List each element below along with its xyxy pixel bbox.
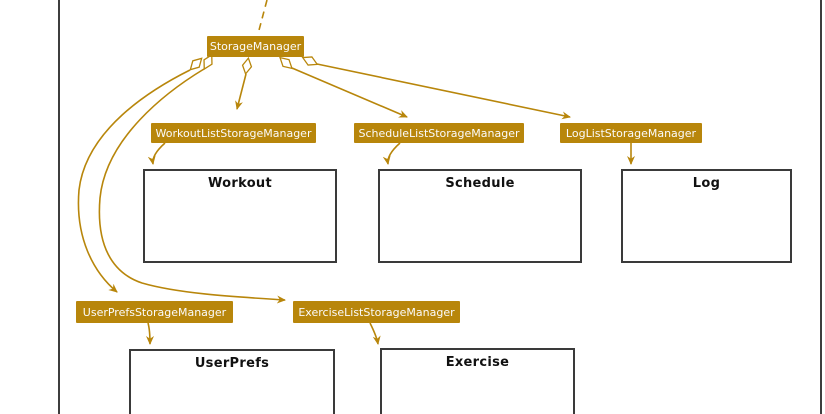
class-title: Schedule: [445, 176, 515, 191]
aggregation-diamond-icon: [189, 57, 203, 71]
edge-userprefsstoragemanager-userprefs: [145, 322, 154, 345]
node-logliststoragemanager: LogListStorageManager: [560, 123, 702, 143]
class-box-schedule: Schedule: [378, 169, 582, 263]
node-label: UserPrefsStorageManager: [82, 305, 227, 319]
node-userprefsstoragemanager: UserPrefsStorageManager: [76, 301, 233, 323]
class-title: UserPrefs: [194, 356, 270, 371]
class-box-workout: Workout: [143, 169, 337, 263]
node-label: StorageManager: [209, 40, 302, 53]
class-box-log: Log: [621, 169, 792, 263]
node-label: ExerciseListStorageManager: [298, 305, 455, 319]
frame-left-border: [58, 0, 60, 414]
edge-exerciseliststoragemanager-exercise: [369, 322, 381, 345]
class-box-userprefs: UserPrefs: [129, 349, 335, 414]
aggregation-diamond-icon: [241, 56, 253, 76]
node-label: WorkoutListStorageManager: [155, 126, 312, 140]
edge-storagemanager-scheduleliststoragemanager: [291, 67, 408, 118]
class-title: Exercise: [445, 355, 510, 370]
node-label: ScheduleListStorageManager: [358, 126, 520, 140]
node-exerciseliststoragemanager: ExerciseListStorageManager: [293, 301, 460, 323]
class-box-exercise: Exercise: [380, 348, 575, 414]
edge-scheduleliststoragemanager-schedule: [382, 142, 401, 165]
node-label: LogListStorageManager: [565, 126, 697, 140]
frame-right-border: [820, 0, 822, 414]
edge-workoutliststoragemanager-workout: [147, 142, 166, 165]
edge-storagemanager-workoutliststoragemanager: [235, 73, 247, 110]
node-storagemanager: StorageManager: [207, 36, 304, 57]
node-workoutliststoragemanager: WorkoutListStorageManager: [151, 123, 316, 143]
node-scheduleliststoragemanager: ScheduleListStorageManager: [354, 123, 524, 143]
class-title: Log: [692, 176, 721, 191]
edge-dashed-dependency-storagemanager: [257, 0, 268, 35]
class-title: Workout: [207, 176, 272, 191]
edge-storagemanager-logliststoragemanager: [316, 63, 571, 120]
